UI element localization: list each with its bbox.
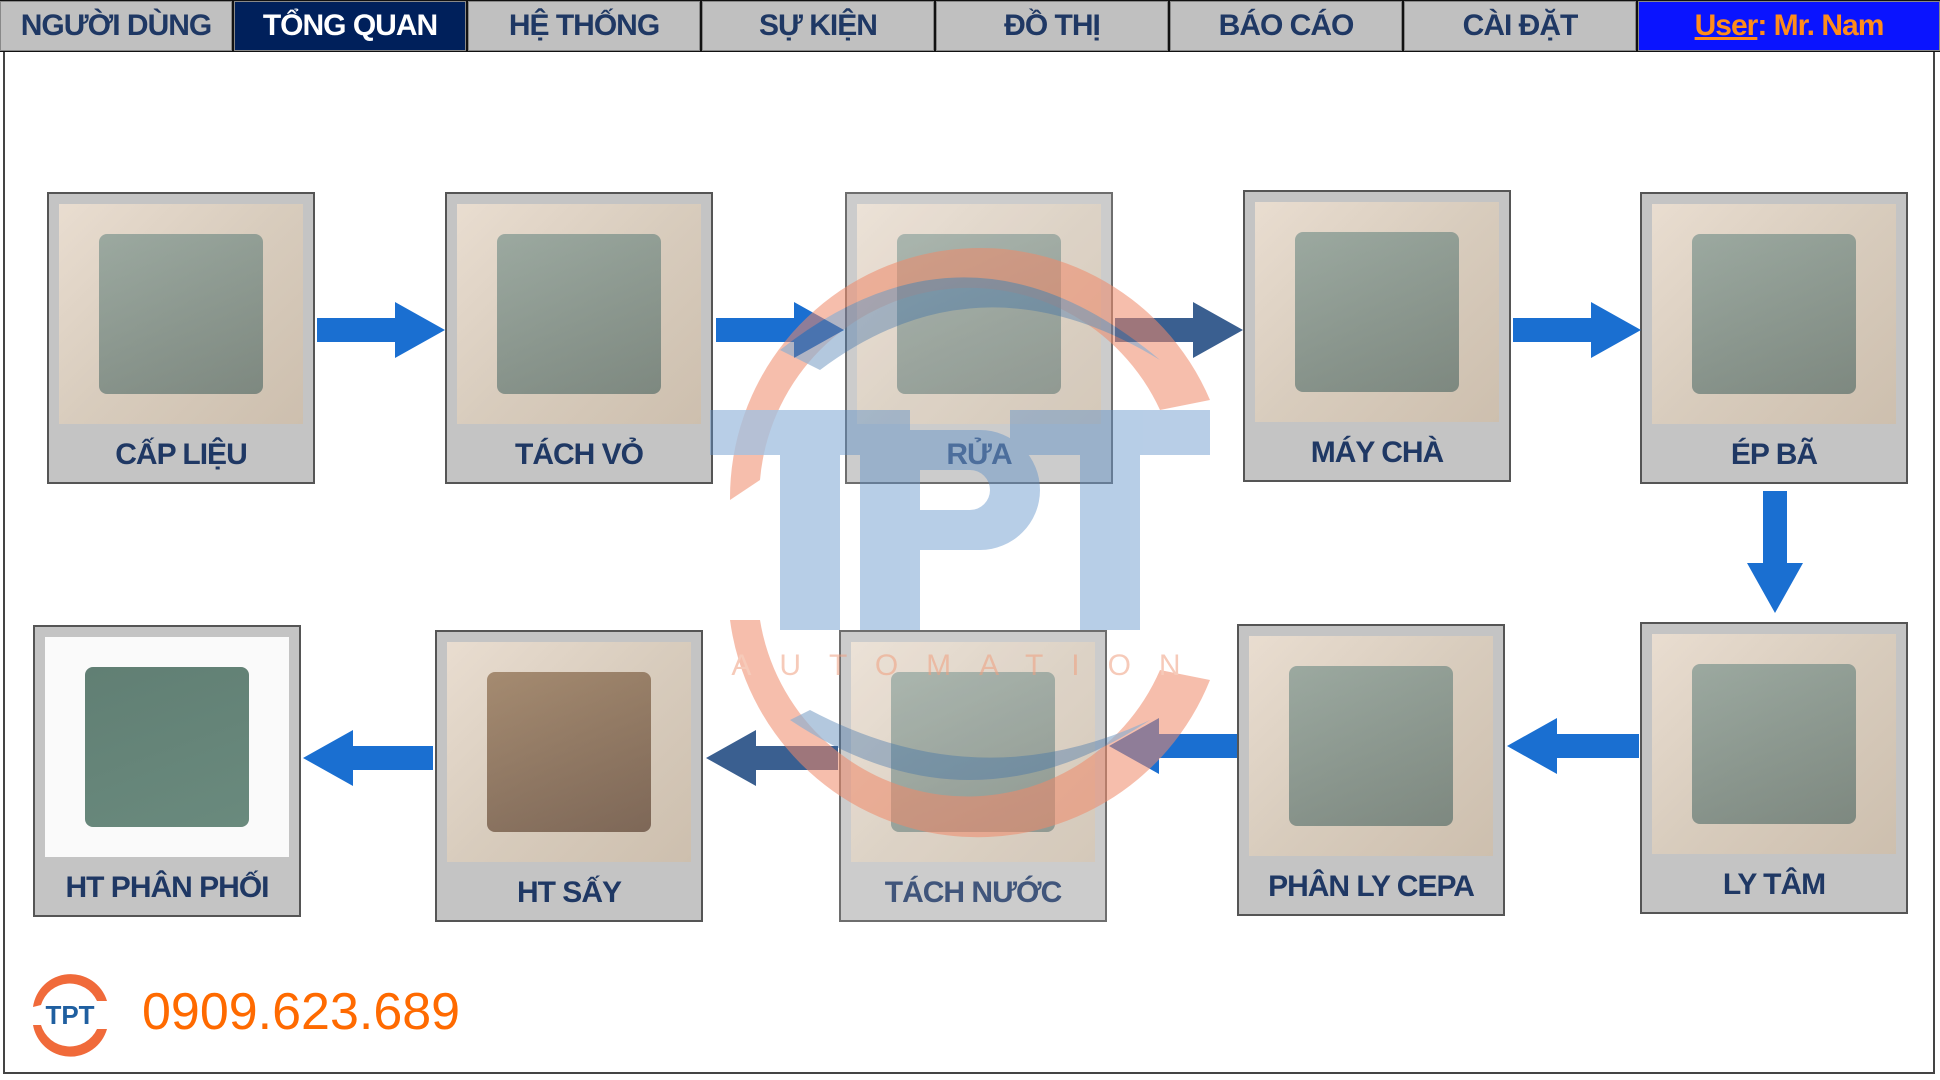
arrow-left-icon bbox=[1507, 718, 1639, 774]
step-label: PHÂN LY CEPA bbox=[1268, 870, 1475, 903]
tab-tong-quan[interactable]: TỔNG QUAN bbox=[234, 1, 466, 51]
conveyor-image bbox=[45, 637, 289, 857]
arrow-left-icon bbox=[1109, 718, 1237, 774]
contact-phone: 0909.623.689 bbox=[142, 983, 461, 1041]
arrow-left-icon bbox=[706, 730, 838, 786]
hopper-image bbox=[59, 204, 303, 424]
arrow-left-icon bbox=[303, 730, 433, 786]
step-label: RỬA bbox=[946, 438, 1012, 471]
tab-cai-dat[interactable]: CÀI ĐẶT bbox=[1404, 1, 1636, 51]
step-ht-phan-phoi[interactable]: HT PHÂN PHỐI bbox=[33, 625, 301, 917]
user-link[interactable]: User bbox=[1694, 9, 1759, 42]
arrow-right-icon bbox=[317, 302, 445, 358]
step-label: HT PHÂN PHỐI bbox=[65, 871, 269, 904]
drum-peeler-image bbox=[457, 204, 701, 424]
arrow-down-icon bbox=[1747, 491, 1803, 613]
separator-image bbox=[1249, 636, 1493, 856]
svg-text:TPT: TPT bbox=[45, 1000, 94, 1030]
centrifuge-image bbox=[1652, 634, 1896, 854]
step-may-cha[interactable]: MÁY CHÀ bbox=[1243, 190, 1511, 482]
arrow-right-icon bbox=[716, 302, 844, 358]
step-label: CẤP LIỆU bbox=[115, 438, 247, 471]
washer-image bbox=[857, 204, 1101, 424]
step-ly-tam[interactable]: LY TÂM bbox=[1640, 622, 1908, 914]
step-label: LY TÂM bbox=[1722, 868, 1826, 901]
tab-su-kien[interactable]: SỰ KIỆN bbox=[702, 1, 934, 51]
tab-do-thi[interactable]: ĐỒ THỊ bbox=[936, 1, 1168, 51]
step-ht-say[interactable]: HT SẤY bbox=[435, 630, 703, 922]
step-cap-lieu[interactable]: CẤP LIỆU bbox=[47, 192, 315, 484]
dryer-image bbox=[447, 642, 691, 862]
main-frame bbox=[3, 52, 1935, 1074]
step-label: TÁCH VỎ bbox=[515, 438, 644, 471]
step-phan-ly-cepa[interactable]: PHÂN LY CEPA bbox=[1237, 624, 1505, 916]
arrow-right-icon bbox=[1513, 302, 1641, 358]
arrow-right-icon bbox=[1115, 302, 1243, 358]
user-name: : Mr. Nam bbox=[1757, 9, 1884, 42]
grinder-image bbox=[1255, 202, 1499, 422]
step-label: TÁCH NƯỚC bbox=[884, 876, 1062, 909]
tab-bao-cao[interactable]: BÁO CÁO bbox=[1170, 1, 1402, 51]
step-label: ÉP BÃ bbox=[1730, 438, 1818, 471]
tab-he-thong[interactable]: HỆ THỐNG bbox=[468, 1, 700, 51]
top-nav: NGƯỜI DÙNG TỔNG QUAN HỆ THỐNG SỰ KIỆN ĐỒ… bbox=[0, 0, 1940, 52]
step-ep-ba[interactable]: ÉP BÃ bbox=[1640, 192, 1908, 484]
step-tach-vo[interactable]: TÁCH VỎ bbox=[445, 192, 713, 484]
press-image bbox=[1652, 204, 1896, 424]
tab-nguoi-dung[interactable]: NGƯỜI DÙNG bbox=[0, 1, 232, 51]
step-label: HT SẤY bbox=[516, 876, 622, 909]
step-tach-nuoc[interactable]: TÁCH NƯỚC bbox=[839, 630, 1107, 922]
dewatering-image bbox=[851, 642, 1095, 862]
user-tab[interactable]: User: Mr. Nam bbox=[1638, 1, 1940, 51]
step-rua[interactable]: RỬA bbox=[845, 192, 1113, 484]
step-label: MÁY CHÀ bbox=[1310, 436, 1444, 469]
tpt-logo: TPT bbox=[33, 974, 107, 1057]
